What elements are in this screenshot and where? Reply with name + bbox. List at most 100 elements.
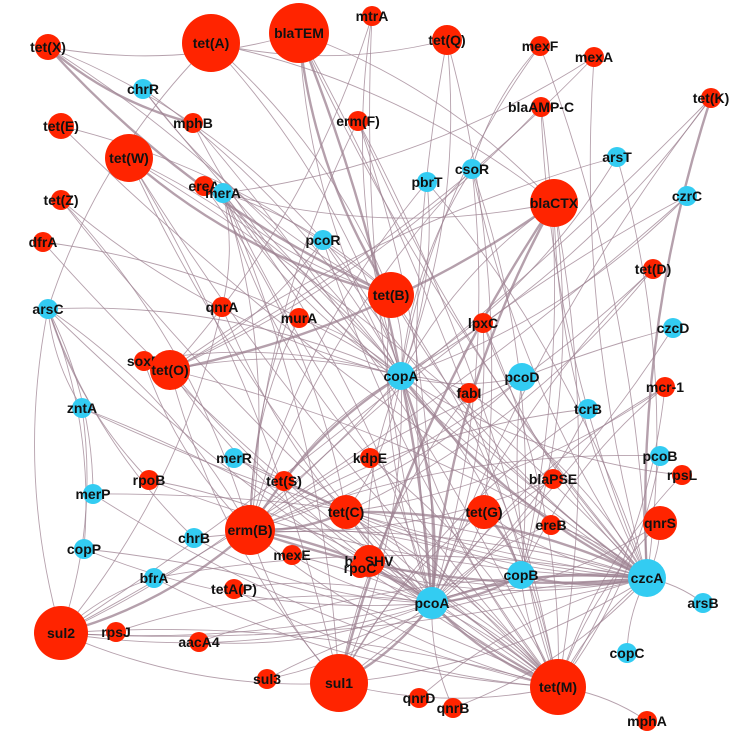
node-label: tcrB [574, 401, 602, 417]
node-label: czrC [672, 188, 702, 204]
node-layer: tet(X)tet(A)blaTEMmtrAtet(Q)mexFmexAchrR… [29, 3, 729, 731]
edge [153, 555, 648, 579]
node-circle [74, 539, 94, 559]
node-circle [362, 6, 382, 26]
edge [60, 577, 648, 637]
node-label: sul2 [47, 625, 75, 641]
node-mphb: mphB [173, 113, 213, 133]
edge [553, 202, 648, 579]
edge [233, 588, 559, 688]
node-label: qnrB [437, 700, 470, 716]
node-circle [350, 558, 370, 578]
node-tet-s: tet(S) [266, 471, 302, 491]
node-circle [213, 183, 233, 203]
edge [47, 308, 87, 550]
node-circle [51, 190, 71, 210]
edge [169, 202, 555, 372]
node-tet-z: tet(Z) [44, 190, 79, 210]
edge [148, 479, 648, 579]
edge [169, 369, 433, 604]
edge [222, 192, 402, 377]
node-czcd: czcD [657, 318, 690, 338]
edge [60, 407, 88, 634]
node-circle [655, 377, 675, 397]
node-circle [467, 495, 501, 529]
node-label: czcD [657, 320, 690, 336]
node-label: zntA [67, 400, 97, 416]
node-label: copC [610, 645, 645, 661]
edge [153, 577, 559, 688]
node-label: blaPSE [529, 471, 577, 487]
edge [338, 577, 648, 684]
edge [60, 306, 223, 634]
node-label: copA [384, 368, 419, 384]
edge [400, 195, 688, 377]
node-circle [274, 471, 294, 491]
edge [169, 369, 648, 579]
edge [169, 156, 618, 371]
node-erm-f: erm(F) [336, 111, 380, 131]
edge [337, 202, 555, 684]
edge [222, 192, 392, 296]
edge [222, 192, 340, 684]
node-rpoc: rpoC [344, 558, 377, 578]
edge [83, 548, 433, 607]
node-circle [34, 606, 88, 660]
node-circle [473, 313, 493, 333]
edge [298, 32, 402, 377]
edge [338, 408, 589, 684]
edge [345, 386, 666, 513]
node-merp: merP [75, 484, 111, 504]
node-label: mphB [173, 115, 213, 131]
node-label: pcoB [643, 448, 678, 464]
node-mera: merA [205, 183, 241, 203]
edge [249, 268, 654, 531]
node-label: tet(M) [539, 679, 577, 695]
node-circle [417, 172, 437, 192]
node-tet-e: tet(E) [43, 113, 79, 139]
node-circle [310, 654, 368, 712]
node-erea: ereA [188, 176, 220, 196]
edge [359, 567, 648, 592]
node-tet-w: tet(W) [105, 134, 153, 182]
node-label: arsT [602, 149, 632, 165]
node-circle [224, 579, 244, 599]
edge [468, 392, 648, 579]
node-kdpe: kdpE [353, 448, 387, 468]
node-mura: murA [281, 308, 317, 328]
node-circle [530, 36, 550, 56]
node-pcod: pcoD [505, 363, 540, 391]
edge [47, 32, 300, 57]
node-label: rpoC [344, 560, 377, 576]
edge [192, 122, 559, 688]
edge [400, 375, 648, 580]
edge [221, 192, 230, 308]
node-circle [531, 97, 551, 117]
edge [589, 56, 648, 579]
node-label: tet(Z) [44, 192, 79, 208]
node-circle [643, 259, 663, 279]
edge [482, 322, 648, 579]
node-circle [134, 351, 154, 371]
node-circle [35, 34, 61, 60]
node-label: mcr-1 [646, 379, 684, 395]
node-circle [462, 159, 482, 179]
node-tet-d: tet(D) [635, 259, 671, 279]
node-label: qnrS [644, 515, 676, 531]
node-label: tet(S) [266, 473, 302, 489]
edge [47, 308, 195, 539]
node-circle [83, 484, 103, 504]
node-circle [672, 465, 692, 485]
edge [128, 157, 559, 688]
node-blapse: blaPSE [529, 469, 577, 489]
node-circle [194, 176, 214, 196]
node-circle [541, 515, 561, 535]
edge [345, 510, 648, 580]
edge [47, 46, 194, 125]
edge [431, 322, 485, 604]
node-czca: czcA [628, 559, 666, 597]
node-qnrb: qnrB [437, 698, 470, 718]
node-qnrd: qnrD [403, 688, 435, 708]
node-label: mphA [627, 713, 667, 729]
